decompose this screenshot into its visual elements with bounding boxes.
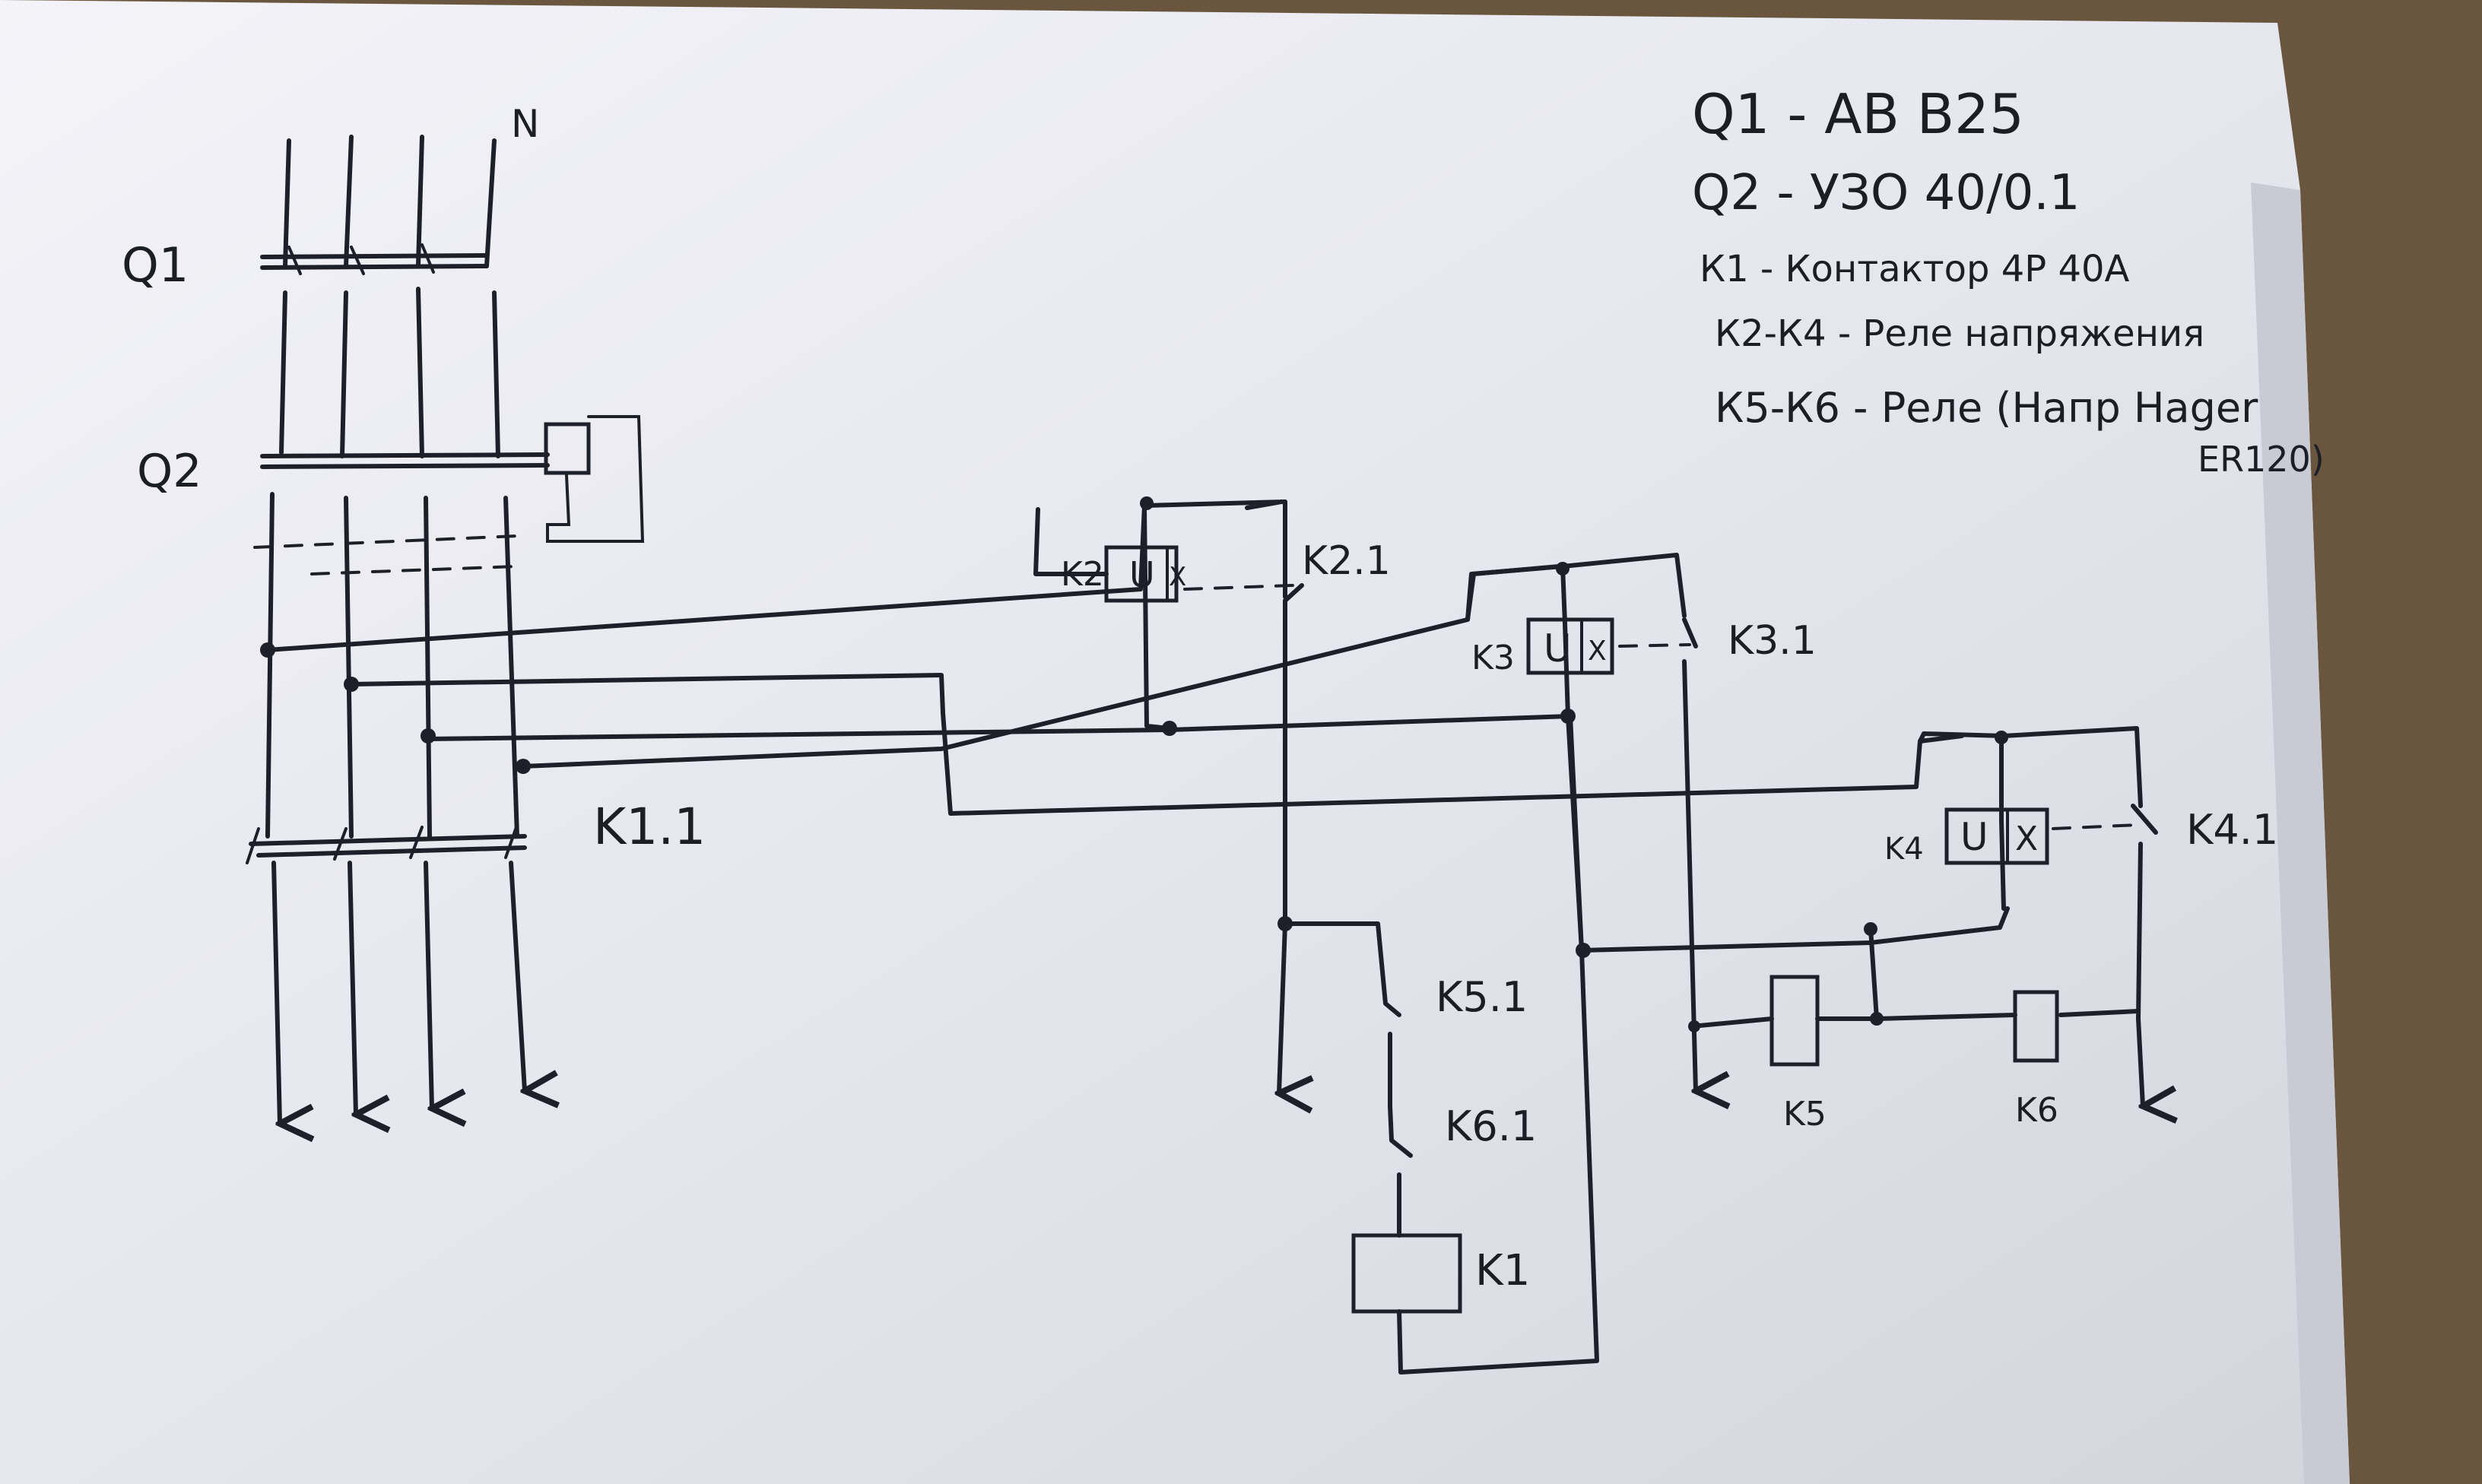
label-k5-1: K5.1 [1436, 973, 1528, 1021]
legend-line-5: К5-К6 - Реле (Напр Hager [1715, 384, 2258, 432]
label-k2-1: K2.1 [1302, 538, 1391, 584]
label-k6-1: K6.1 [1445, 1102, 1537, 1150]
label-q1: Q1 [122, 237, 189, 293]
control-wiring [260, 496, 2156, 1375]
legend-line-3: К1 - Контактор 4P 40A [1700, 248, 2130, 290]
label-k3-x: X [1588, 636, 1607, 667]
legend-line-6: ER120) [2198, 439, 2325, 480]
label-k4-u: U [1960, 815, 1988, 859]
diagram-labels: N Q1 Q2 K1.1 K2 U X K2.1 K3 U X K3.1 K4 … [122, 102, 2278, 1295]
label-n: N [511, 102, 539, 146]
label-k1-1: K1.1 [593, 797, 706, 856]
label-k2: K2 [1061, 555, 1104, 594]
label-k2-u: U [1129, 554, 1155, 595]
legend-line-1: Q1 - АВ B25 [1692, 82, 2024, 146]
label-k4-1: K4.1 [2186, 806, 2278, 854]
label-k6: K6 [2015, 1091, 2058, 1130]
label-k3-1: K3.1 [1728, 618, 1817, 664]
label-k4: K4 [1884, 832, 1924, 867]
label-k2-x: X [1169, 562, 1186, 592]
label-k3-u: U [1544, 626, 1572, 671]
paper-sheet [0, 0, 2350, 1484]
label-q2: Q2 [137, 445, 202, 498]
legend-line-2: Q2 - УЗО 40/0.1 [1692, 165, 2080, 221]
label-k3: K3 [1471, 639, 1515, 677]
label-k4-x: X [2015, 820, 2038, 858]
label-k5: K5 [1783, 1095, 1827, 1134]
legend-line-4: К2-К4 - Реле напряжения [1715, 312, 2204, 355]
label-k1: K1 [1475, 1246, 1530, 1295]
legend: Q1 - АВ B25 Q2 - УЗО 40/0.1 К1 - Контакт… [1692, 82, 2325, 480]
main-bus [246, 135, 645, 1124]
